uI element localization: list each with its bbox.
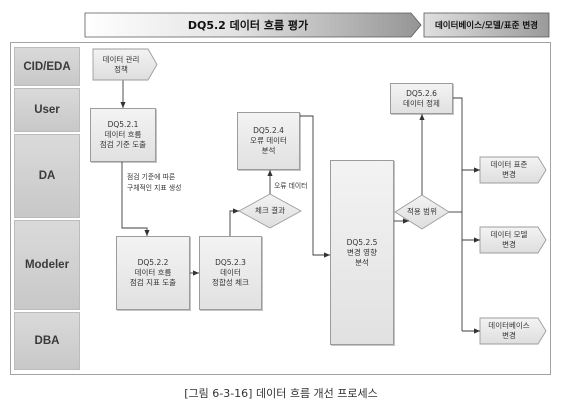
swimlane-frame	[10, 42, 551, 375]
input-policy-label: 데이터 관리 정책	[93, 49, 149, 80]
lane-label-cid-eda: CID/EDA	[14, 47, 80, 86]
output-model-change-label: 데이터 모델 변경	[480, 227, 538, 253]
process-label-line: 분석	[355, 257, 369, 267]
output-database-change-label: 데이터베이스 변경	[480, 318, 538, 344]
flow-label-line: 점검 기준에 따른	[127, 173, 176, 181]
lane-label-da: DA	[14, 134, 80, 218]
process-box-dq526: DQ5.2.6 데이터 정제	[390, 83, 453, 114]
output-database-change-shape	[479, 317, 547, 345]
flow-arrow-dq523-to-check-result	[229, 208, 239, 236]
process-label-line: 데이터 정제	[403, 98, 440, 108]
decision-check-result-shape	[238, 193, 302, 229]
decision-check-result-label: 체크 결과	[255, 206, 285, 215]
process-id: DQ5.2.6	[406, 88, 437, 98]
decision-scope-label: 적용 범위	[407, 207, 437, 216]
process-id: DQ5.2.2	[137, 258, 169, 267]
flow-label-line: 구체적인 지표 생성	[127, 184, 182, 192]
process-label-line: 데이터 흐름	[104, 130, 142, 139]
output-label-line: 변경	[502, 240, 516, 249]
output-label-line: 데이터 모델	[490, 230, 528, 239]
flow-line-output-trunk	[453, 97, 463, 331]
process-label-line: 변경 영향	[347, 247, 377, 257]
lane-label-dba: DBA	[14, 312, 80, 370]
flow-label-criteria-to-indicators: 점검 기준에 따른 구체적인 지표 생성	[127, 172, 181, 194]
process-box-dq521: DQ5.2.1 데이터 흐름 점검 기준 도출	[90, 108, 156, 162]
input-policy-shape	[92, 48, 158, 81]
phase-header-arrow	[84, 12, 422, 38]
process-box-dq522: DQ5.2.2 데이터 흐름 점검 지표 도출	[116, 236, 190, 310]
lane-label-modeler: Modeler	[14, 220, 80, 310]
process-label-line: 정합성 체크	[212, 278, 249, 287]
output-label-line: 변경	[502, 170, 516, 179]
process-label-line: 오류 데이터	[250, 136, 287, 145]
process-id: DQ5.2.5	[346, 237, 378, 247]
change-header-title: 데이터베이스/모델/표준 변경	[434, 21, 538, 31]
flow-arrow-dq521-to-dq522	[121, 162, 150, 236]
output-label-line: 데이터베이스	[488, 321, 530, 330]
process-label-line: 데이터 흐름	[134, 268, 172, 277]
flow-label-error-data: 오류 데이터	[274, 182, 308, 190]
process-box-dq525: DQ5.2.5 변경 영향 분석	[330, 160, 394, 345]
process-box-dq523: DQ5.2.3 데이터 정합성 체크	[199, 236, 262, 310]
process-label-line: 점검 기준 도출	[99, 140, 147, 149]
output-label-line: 데이터 표준	[490, 160, 528, 169]
input-label-line: 데이터 관리	[102, 54, 140, 64]
process-label-line: 점검 지표 도출	[129, 278, 177, 287]
output-label-line: 변경	[502, 331, 516, 340]
process-label-line: 분석	[261, 146, 276, 155]
flow-arrows	[120, 80, 480, 334]
figure-caption: [그림 6-3-16] 데이터 흐름 개선 프로세스	[184, 387, 378, 400]
process-id: DQ5.2.3	[215, 258, 246, 267]
process-box-dq524: DQ5.2.4 오류 데이터 분석	[237, 112, 300, 170]
output-standard-change-label: 데이터 표준 변경	[480, 157, 538, 183]
output-model-change-shape	[479, 226, 547, 254]
output-standard-change-shape	[479, 156, 547, 184]
lane-label-user: User	[14, 88, 80, 132]
process-label-line: 데이터	[220, 268, 241, 277]
process-id: DQ5.2.1	[107, 120, 139, 129]
flow-arrow-dq524-to-dq525	[300, 115, 330, 258]
process-id: DQ5.2.4	[253, 126, 284, 135]
phase-header-title: DQ5.2 데이터 흐름 평가	[187, 19, 309, 32]
change-header-box	[423, 12, 550, 38]
input-label-line: 정책	[114, 64, 128, 74]
